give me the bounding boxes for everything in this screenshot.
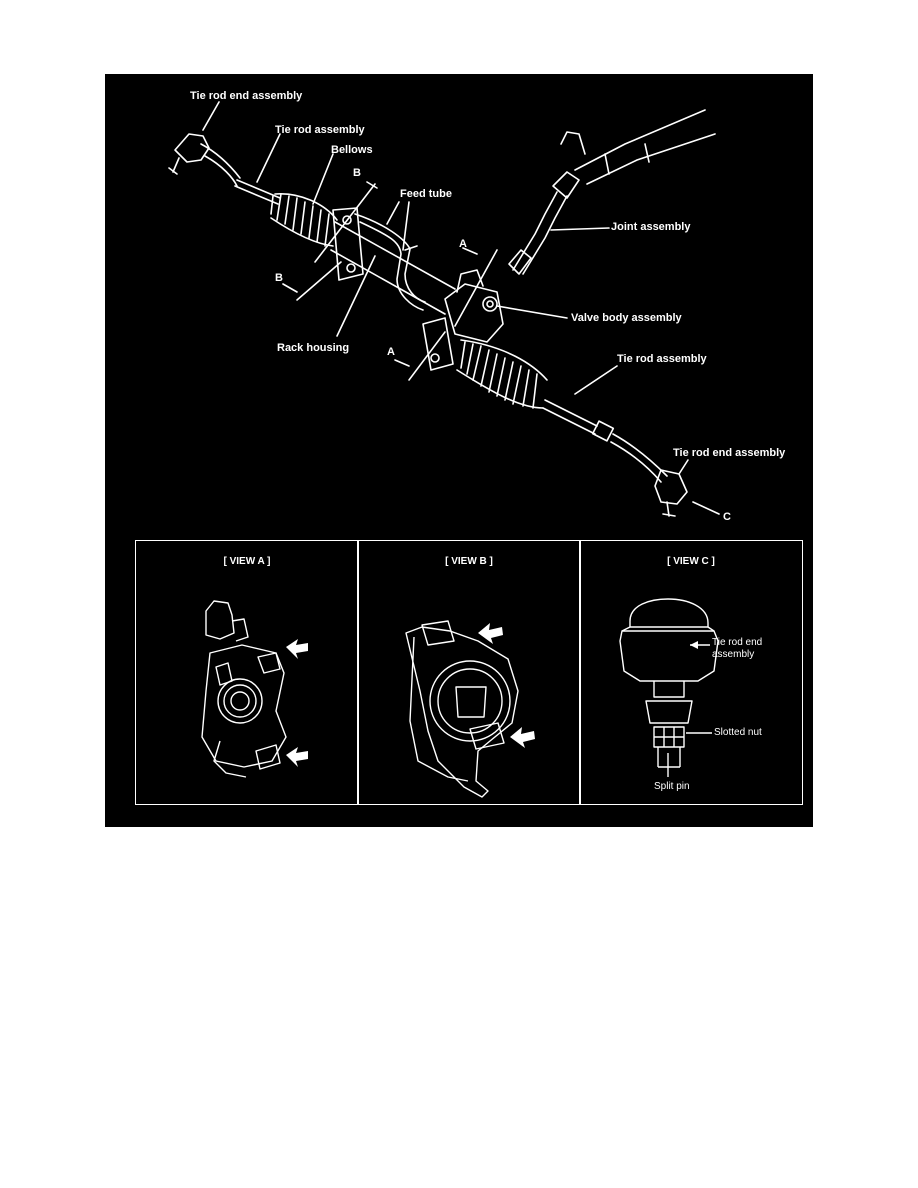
label-section-a-bottom: A: [387, 346, 395, 358]
left-ball-stud: [172, 157, 180, 173]
view-c-label-split-pin: Split pin: [654, 781, 690, 792]
label-section-b-left: B: [275, 272, 283, 284]
label-valve-body: Valve body assembly: [571, 312, 682, 324]
label-section-a-top: A: [459, 238, 467, 250]
feed-tube-2: [359, 221, 424, 311]
section-line-b-top: [314, 183, 376, 263]
view-a-panel: [ VIEW A ]: [135, 540, 359, 805]
steering-rack-illustration: [168, 101, 720, 517]
label-tie-rod-left: Tie rod assembly: [275, 124, 365, 136]
view-a-title: [ VIEW A ]: [223, 556, 271, 567]
label-view-c-marker: C: [723, 511, 731, 523]
view-c-illustration: [619, 598, 719, 777]
view-c-label-tie-rod-end-1: Tie rod end: [712, 637, 763, 648]
steering-column: [574, 109, 706, 171]
label-tie-rod-end-right: Tie rod end assembly: [673, 447, 786, 459]
left-bellows: [270, 193, 330, 247]
label-tie-rod-right: Tie rod assembly: [617, 353, 707, 365]
left-tie-rod: [236, 179, 281, 199]
label-joint-assembly: Joint assembly: [611, 221, 691, 233]
section-line-a-top: [454, 249, 498, 327]
view-c-title: [ VIEW C ]: [667, 556, 715, 567]
label-tie-rod-end-left: Tie rod end assembly: [190, 90, 303, 102]
view-c-label-tie-rod-end-2: assembly: [712, 649, 755, 660]
view-b-title: [ VIEW B ]: [445, 556, 493, 567]
right-tie-rod: [544, 399, 598, 427]
rack-housing-top: [334, 221, 456, 290]
section-line-a-bottom: [408, 331, 446, 381]
view-b-panel: [ VIEW B ]: [357, 540, 581, 805]
right-tie-rod-end: [654, 469, 688, 505]
left-tie-rod-end: [174, 133, 210, 163]
section-line-b-left: [296, 261, 342, 301]
feed-tube-1: [354, 213, 426, 303]
label-section-b-top: B: [353, 167, 361, 179]
view-c-label-slotted-nut: Slotted nut: [714, 727, 762, 738]
label-rack-housing: Rack housing: [277, 342, 350, 354]
right-bellows: [460, 341, 538, 409]
steering-gear-diagram: Tie rod end assembly Tie rod assembly Be…: [105, 74, 813, 827]
rack-housing-bottom: [330, 249, 446, 315]
label-feed-tube: Feed tube: [400, 188, 452, 200]
joint-assembly: [512, 191, 558, 271]
left-bracket: [332, 207, 364, 281]
view-b-illustration: [405, 620, 535, 798]
right-ball-stud: [666, 501, 670, 517]
view-c-panel: [ VIEW C ] Tie rod en: [579, 540, 803, 805]
valve-body: [444, 283, 504, 343]
right-bracket: [422, 317, 454, 371]
label-bellows: Bellows: [331, 144, 373, 156]
view-a-illustration: [201, 600, 308, 778]
